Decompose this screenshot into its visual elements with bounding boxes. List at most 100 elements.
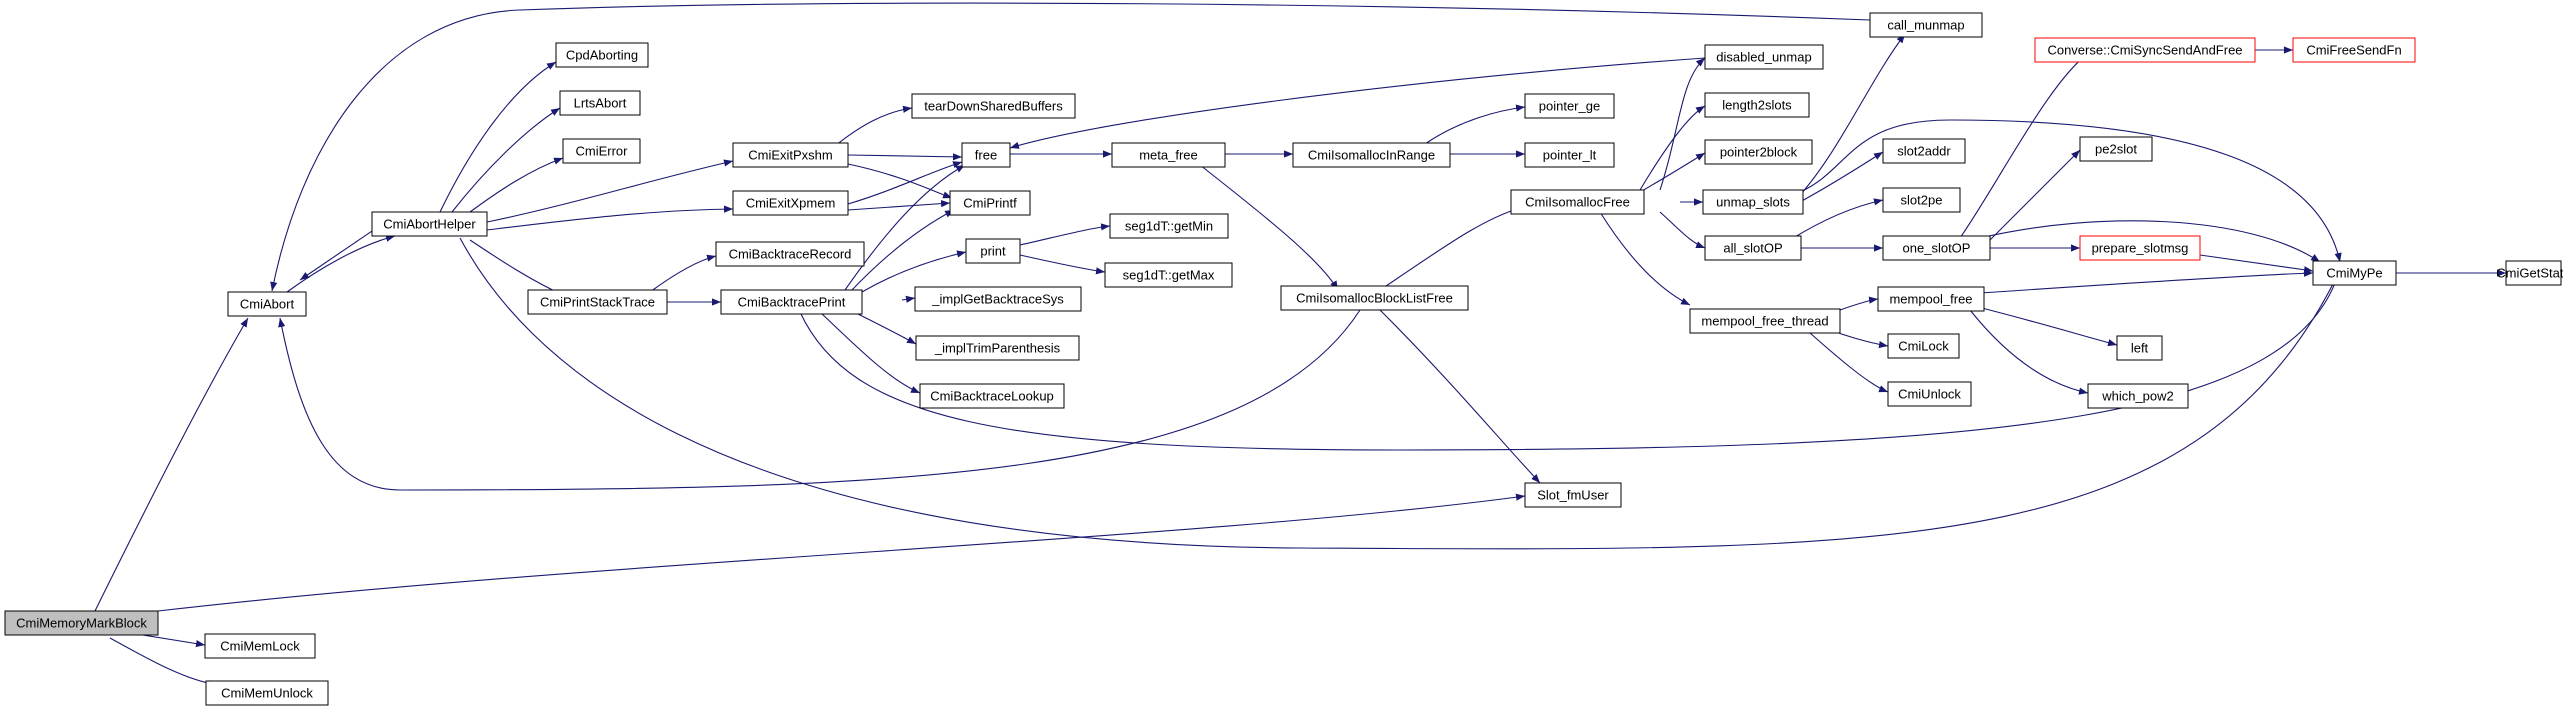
node-cmimemorymarkblock[interactable]: CmiMemoryMarkBlock — [4, 610, 159, 636]
edge-bp-trim — [849, 309, 917, 345]
edge-exitxpmem-free — [847, 161, 963, 205]
edge-isofree-allslotop — [1659, 211, 1706, 249]
node-label: all_slotOP — [1723, 241, 1782, 256]
edge-mempoolfree-left — [1969, 304, 2118, 347]
node-cmiabort[interactable]: CmiAbort — [227, 291, 307, 317]
node-label: unmap_slots — [1716, 195, 1790, 210]
edge-allslot-slot2pe — [1789, 198, 1884, 241]
node-mempool-free-thread[interactable]: mempool_free_thread — [1689, 308, 1841, 334]
node-one-slotop[interactable]: one_slotOP — [1882, 235, 1991, 261]
node-label: CmiMemoryMarkBlock — [16, 616, 147, 631]
node-which-pow2[interactable]: which_pow2 — [2087, 383, 2189, 409]
node-box — [1524, 142, 1615, 168]
node-cmisyncsendandfree[interactable]: Converse::CmiSyncSendAndFree — [2034, 37, 2256, 63]
node-disabled-unmap[interactable]: disabled_unmap — [1704, 44, 1824, 70]
node-cmibacktraceprint[interactable]: CmiBacktracePrint — [720, 289, 863, 315]
node-cmigetstate[interactable]: CmiGetState — [2496, 260, 2563, 286]
node-cmiisomallocblocklistfree[interactable]: CmiIsomallocBlockListFree — [1280, 285, 1469, 311]
node-box — [1887, 333, 1960, 359]
node-cmibacktracerecord[interactable]: CmiBacktraceRecord — [715, 241, 865, 267]
node-slot2addr[interactable]: slot2addr — [1882, 138, 1966, 164]
node-box — [2312, 260, 2397, 286]
node-label: CmiExitPxshm — [748, 148, 833, 163]
node-box — [527, 289, 668, 315]
node-pe2slot[interactable]: pe2slot — [2079, 136, 2153, 162]
node-prepare-slotmsg[interactable]: prepare_slotmsg — [2079, 235, 2201, 261]
node-left[interactable]: left — [2116, 335, 2163, 361]
node-cmierror[interactable]: CmiError — [562, 138, 641, 164]
node-label: CmiGetState — [2496, 266, 2563, 281]
edge-oneslot-pe2slot — [1989, 149, 2081, 241]
node-length2slots[interactable]: length2slots — [1704, 92, 1810, 118]
node-box — [371, 211, 488, 237]
node-label: mempool_free — [1889, 292, 1972, 307]
edge-bp-getbacktrace — [901, 295, 916, 303]
node-cmiisomallocinrange[interactable]: CmiIsomallocInRange — [1292, 142, 1451, 168]
node-pointer-lt[interactable]: pointer_lt — [1524, 142, 1615, 168]
edge-markblock-slotfmuser — [157, 493, 1526, 612]
node-box — [4, 610, 159, 636]
edge-aborthelper-cmierror — [469, 157, 564, 213]
node-free[interactable]: free — [961, 142, 1011, 168]
node-implgetbacktracesys[interactable]: _implGetBacktraceSys — [914, 286, 1082, 312]
node-label: meta_free — [1139, 148, 1198, 163]
node-seggetmin[interactable]: seg1dT::getMin — [1109, 213, 1229, 239]
edge-bp-free — [844, 164, 966, 291]
node-label: _implGetBacktraceSys — [931, 292, 1064, 307]
node-all-slotop[interactable]: all_slotOP — [1704, 235, 1802, 261]
node-box — [2034, 37, 2256, 63]
edge-exitpxshm-cmiprintf — [847, 163, 953, 199]
call-edges — [94, 2, 2506, 688]
node-slot-fmuser[interactable]: Slot_fmUser — [1524, 482, 1622, 508]
node-print[interactable]: print — [965, 238, 1021, 264]
edge-isofree-pointer2block — [1639, 152, 1706, 193]
node-cmilock[interactable]: CmiLock — [1887, 333, 1960, 359]
edge-exitpxshm-free — [847, 153, 963, 161]
node-mempool-free[interactable]: mempool_free — [1877, 286, 1985, 312]
node-cmiunlock[interactable]: CmiUnlock — [1887, 381, 1972, 407]
node-cmiaborthelper[interactable]: CmiAbortHelper — [371, 211, 488, 237]
node-teardownsharedbuffers[interactable]: tearDownSharedBuffers — [911, 93, 1076, 119]
node-label: CmiUnlock — [1898, 387, 1961, 402]
node-box — [1104, 262, 1233, 288]
edge-bp-lookup — [819, 311, 921, 394]
node-label: print — [980, 244, 1006, 259]
node-cmiprintstacktrace[interactable]: CmiPrintStackTrace — [527, 289, 668, 315]
node-label: which_pow2 — [2101, 389, 2174, 404]
node-cmimemlock[interactable]: CmiMemLock — [204, 633, 316, 659]
node-unmap-slots[interactable]: unmap_slots — [1702, 189, 1804, 215]
node-label: pointer_lt — [1543, 148, 1597, 163]
node-cmiexitxpmem[interactable]: CmiExitXpmem — [732, 190, 849, 216]
node-cmibacktracelookup[interactable]: CmiBacktraceLookup — [919, 383, 1065, 409]
node-seggetmax[interactable]: seg1dT::getMax — [1104, 262, 1233, 288]
node-box — [1869, 12, 1983, 38]
node-box — [919, 383, 1065, 409]
node-cmiexitpxshm[interactable]: CmiExitPxshm — [732, 142, 849, 168]
node-lrtsabort[interactable]: LrtsAbort — [559, 90, 641, 116]
edge-aborthelper-exitpxshm — [486, 159, 734, 223]
node-pointer-ge[interactable]: pointer_ge — [1524, 93, 1615, 119]
edge-cmiabort-aborthelper — [286, 234, 396, 293]
node-box — [1689, 308, 1841, 334]
node-impltrimparenthesis[interactable]: _implTrimParenthesis — [915, 335, 1080, 361]
node-cmiisomallocfree[interactable]: CmiIsomallocFree — [1510, 189, 1645, 215]
node-cmifreesendfn[interactable]: CmiFreeSendFn — [2292, 37, 2416, 63]
node-label: CmiPrintf — [963, 196, 1017, 211]
node-cmimemunlock[interactable]: CmiMemUnlock — [205, 680, 329, 706]
node-label: prepare_slotmsg — [2092, 241, 2189, 256]
node-box — [1292, 142, 1451, 168]
node-meta-free[interactable]: meta_free — [1111, 142, 1226, 168]
node-box — [720, 289, 863, 315]
edge-unmapslots-callmunmap — [1799, 33, 1906, 196]
node-call-munmap[interactable]: call_munmap — [1869, 12, 1983, 38]
edge-oneslot-cmimype — [1979, 220, 2321, 263]
node-cmiprintf[interactable]: CmiPrintf — [949, 190, 1031, 216]
node-pointer2block[interactable]: pointer2block — [1704, 139, 1813, 165]
edge-markblock-memunlock — [109, 637, 219, 688]
edge-blocklist-slotfmuser — [1379, 309, 1541, 484]
node-cmimype[interactable]: CmiMyPe — [2312, 260, 2397, 286]
node-cpdaborting[interactable]: CpdAborting — [555, 42, 649, 68]
edge-mft-cmiunlock — [1799, 323, 1889, 393]
node-slot2pe[interactable]: slot2pe — [1882, 187, 1961, 213]
